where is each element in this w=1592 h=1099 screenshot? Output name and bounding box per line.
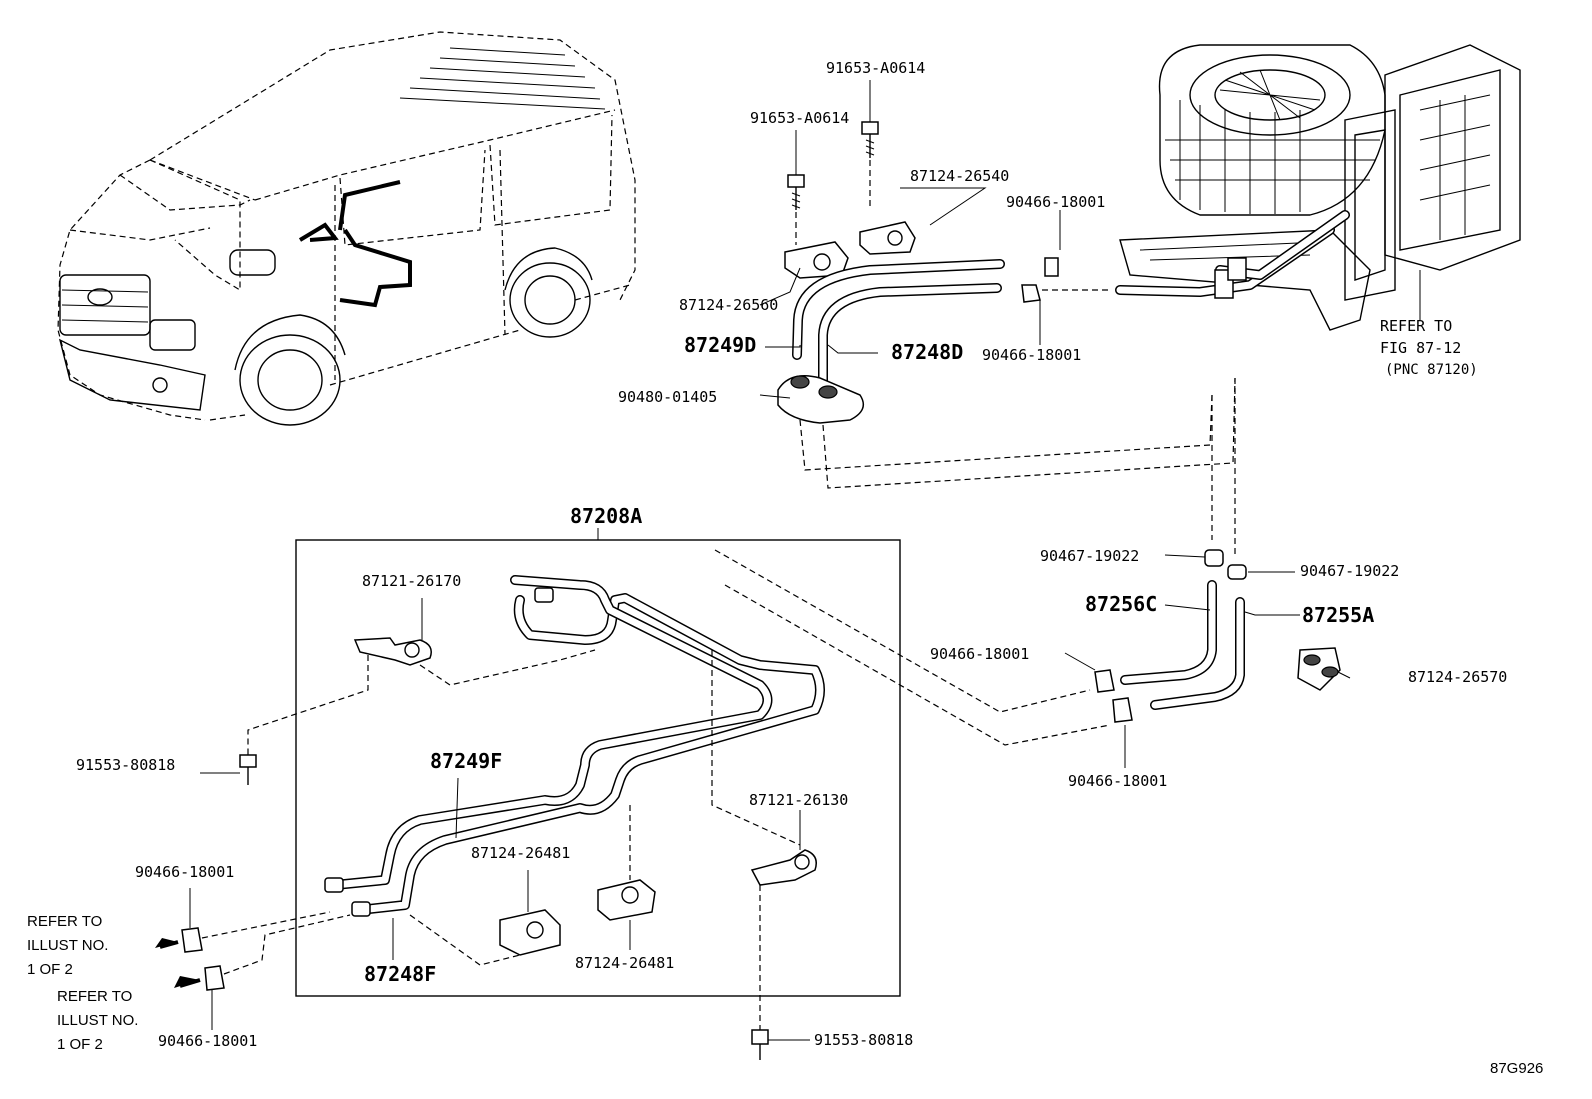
part-label-91553-80818: 91553-80818 bbox=[76, 756, 176, 774]
part-label-90467-19022: 90467-19022 bbox=[1300, 562, 1400, 580]
top-center-parts bbox=[777, 80, 1236, 555]
part-label-87249d: 87249D bbox=[684, 333, 757, 357]
refer-illust-note-a-line3: 1 OF 2 bbox=[27, 961, 73, 978]
part-label-87124-26481: 87124-26481 bbox=[575, 954, 675, 972]
figure-code: 87G926 bbox=[1490, 1060, 1544, 1077]
right-hose-parts bbox=[714, 549, 1341, 746]
part-label-87248f: 87248F bbox=[364, 962, 437, 986]
refer-illust-note-a-line2: ILLUST NO. bbox=[27, 937, 109, 954]
refer-fig-note-line1: REFER TO bbox=[1380, 317, 1453, 335]
van-illustration bbox=[57, 31, 636, 426]
part-label-90480-01405: 90480-01405 bbox=[618, 388, 718, 406]
part-label-87124-26570: 87124-26570 bbox=[1408, 668, 1508, 686]
part-label-87255a: 87255A bbox=[1302, 603, 1375, 627]
refer-fig-note-line2: FIG 87-12 bbox=[1380, 339, 1462, 357]
part-label-87124-26560: 87124-26560 bbox=[679, 296, 779, 314]
part-label-91653-a0614: 91653-A0614 bbox=[826, 59, 926, 77]
part-label-91653-a0614: 91653-A0614 bbox=[750, 109, 850, 127]
part-label-90466-18001: 90466-18001 bbox=[135, 863, 235, 881]
refer-illust-note-b-line3: 1 OF 2 bbox=[57, 1036, 103, 1053]
part-label-87208a: 87208A bbox=[570, 504, 643, 528]
leader-lines bbox=[189, 80, 1351, 1030]
part-label-90466-18001: 90466-18001 bbox=[982, 346, 1082, 364]
assembly-87208A bbox=[295, 528, 901, 997]
refer-illust-note-b-line2: ILLUST NO. bbox=[57, 1012, 139, 1029]
part-label-90467-19022: 90467-19022 bbox=[1040, 547, 1140, 565]
part-label-90466-18001: 90466-18001 bbox=[1006, 193, 1106, 211]
part-label-87256c: 87256C bbox=[1085, 592, 1158, 616]
part-label-87124-26481: 87124-26481 bbox=[471, 844, 571, 862]
part-label-90466-18001: 90466-18001 bbox=[1068, 772, 1168, 790]
heater-unit bbox=[1115, 44, 1521, 331]
part-label-87249f: 87249F bbox=[430, 749, 503, 773]
left-bottom-parts bbox=[155, 655, 810, 1060]
part-label-87121-26170: 87121-26170 bbox=[362, 572, 462, 590]
part-label-87121-26130: 87121-26130 bbox=[749, 791, 849, 809]
part-label-90466-18001: 90466-18001 bbox=[158, 1032, 258, 1050]
refer-illust-note-a-line1: REFER TO bbox=[27, 913, 103, 930]
part-label-87124-26540: 87124-26540 bbox=[910, 167, 1010, 185]
part-label-91553-80818: 91553-80818 bbox=[814, 1031, 914, 1049]
part-label-90466-18001: 90466-18001 bbox=[930, 645, 1030, 663]
refer-fig-note-line3: (PNC 87120) bbox=[1385, 362, 1478, 378]
refer-illust-note-b-line1: REFER TO bbox=[57, 988, 133, 1005]
part-label-87248d: 87248D bbox=[891, 340, 964, 364]
